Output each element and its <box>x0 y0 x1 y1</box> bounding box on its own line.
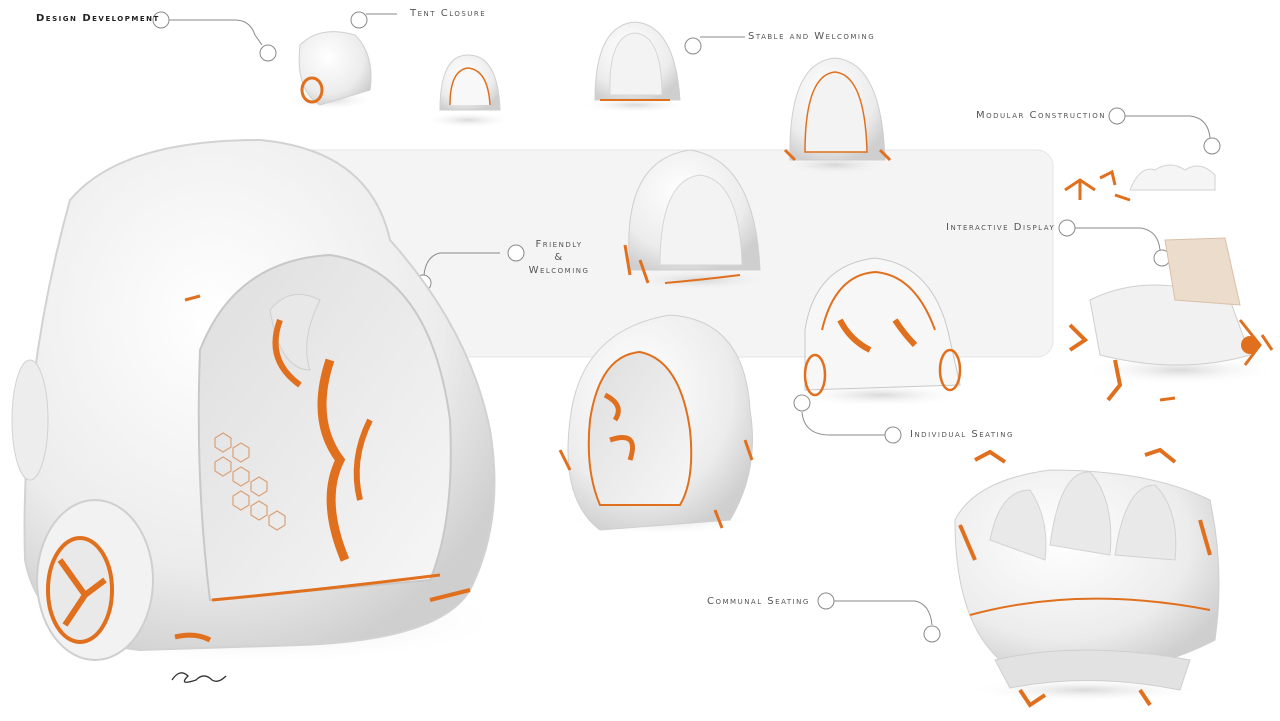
label-tent-closure: Tent Closure <box>410 8 487 19</box>
small-render-2 <box>423 54 513 128</box>
label-design-development: Design Development <box>36 13 160 24</box>
render-friendly-welcoming <box>620 149 780 292</box>
small-render-3 <box>580 21 690 113</box>
render-individual-seating <box>790 257 970 407</box>
label-friendly: Friendly <box>535 239 583 250</box>
label-interactive-display: Interactive Display <box>946 222 1056 233</box>
render-interactive-display <box>1068 237 1280 402</box>
label-welcoming: Welcoming <box>528 265 590 276</box>
label-individual-seating: Individual Seating <box>910 429 1014 440</box>
label-modular-construction: Modular Construction <box>976 110 1106 121</box>
render-open-cabin <box>558 314 755 535</box>
small-render-1 <box>285 31 375 110</box>
signature-mark <box>171 672 227 683</box>
label-stable-welcoming: Stable and Welcoming <box>748 31 876 42</box>
label-friendly-welcoming: Friendly & Welcoming <box>528 238 590 277</box>
render-modular-construction <box>1064 164 1216 202</box>
label-ampersand: & <box>554 252 564 263</box>
label-communal-seating: Communal Seating <box>707 596 810 607</box>
small-render-4 <box>775 57 895 175</box>
render-communal-seating <box>954 447 1220 708</box>
main-vehicle-render <box>10 138 510 665</box>
